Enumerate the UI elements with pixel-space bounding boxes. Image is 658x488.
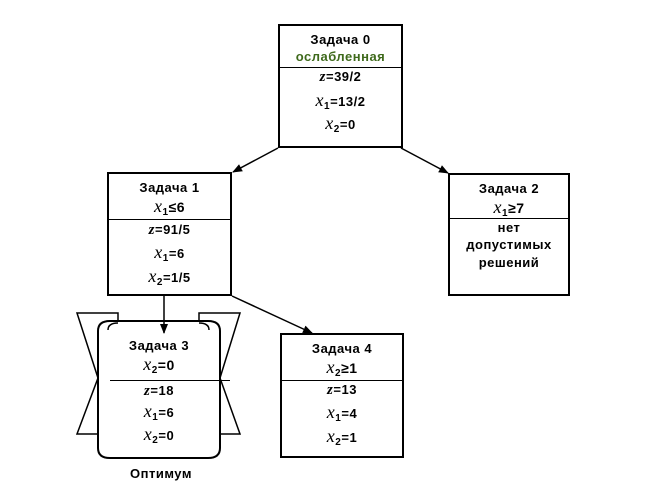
task4-z: z=13 <box>327 382 357 398</box>
optimum-label: Оптимум <box>130 466 192 481</box>
task4-x2: x2=1 <box>326 426 358 448</box>
task0-z: z=39/2 <box>319 69 362 85</box>
task3-constraint: x2=0 <box>143 354 175 376</box>
task2-constraint: x1≥7 <box>493 197 525 219</box>
task3-title: Задача 3 <box>128 338 190 353</box>
task1-x1: x1=6 <box>154 242 185 264</box>
task2-result-line: нет <box>497 220 521 235</box>
task3-x2: x2=0 <box>143 424 175 446</box>
task1-node: Задача 1 x1≤6 z=91/5 x1=6 x2=1/5 <box>107 172 232 296</box>
task4-constraint: x2≥1 <box>326 357 358 379</box>
task1-x2: x2=1/5 <box>148 266 191 288</box>
task3-x1: x1=6 <box>143 401 175 423</box>
task2-node: Задача 2 x1≥7 нет допустимых решений <box>448 173 570 296</box>
edge-task1-task4 <box>231 295 313 334</box>
edge-task0-task2 <box>400 147 449 174</box>
task1-title: Задача 1 <box>139 180 200 195</box>
task1-divider <box>109 219 230 220</box>
task4-node: Задача 4 x2≥1 z=13 x1=4 x2=1 <box>280 333 404 458</box>
edge-task0-task1 <box>232 147 279 173</box>
task4-x1: x1=4 <box>326 402 358 424</box>
task2-result-line: решений <box>478 255 540 270</box>
task0-node: Задача 0 ослабленная z=39/2 x1=13/2 x2=0 <box>278 24 403 148</box>
task1-z: z=91/5 <box>148 222 191 238</box>
task1-constraint: x1≤6 <box>153 196 186 218</box>
task4-divider <box>282 380 402 381</box>
task3-divider <box>110 380 230 381</box>
optimum-scroll-shape <box>75 312 242 459</box>
task0-title: Задача 0 <box>310 32 371 47</box>
task0-divider <box>280 67 401 68</box>
task0-subtitle: ослабленная <box>295 49 386 64</box>
task3-z: z=18 <box>144 383 174 399</box>
task2-result-line: допустимых <box>466 237 552 252</box>
task4-title: Задача 4 <box>311 341 373 356</box>
task0-x2: x2=0 <box>325 113 356 135</box>
task3-node: Задача 3 x2=0 z=18 x1=6 x2=0 <box>100 333 218 455</box>
task2-title: Задача 2 <box>478 181 540 196</box>
task0-x1: x1=13/2 <box>315 90 366 112</box>
task2-divider <box>450 218 568 219</box>
